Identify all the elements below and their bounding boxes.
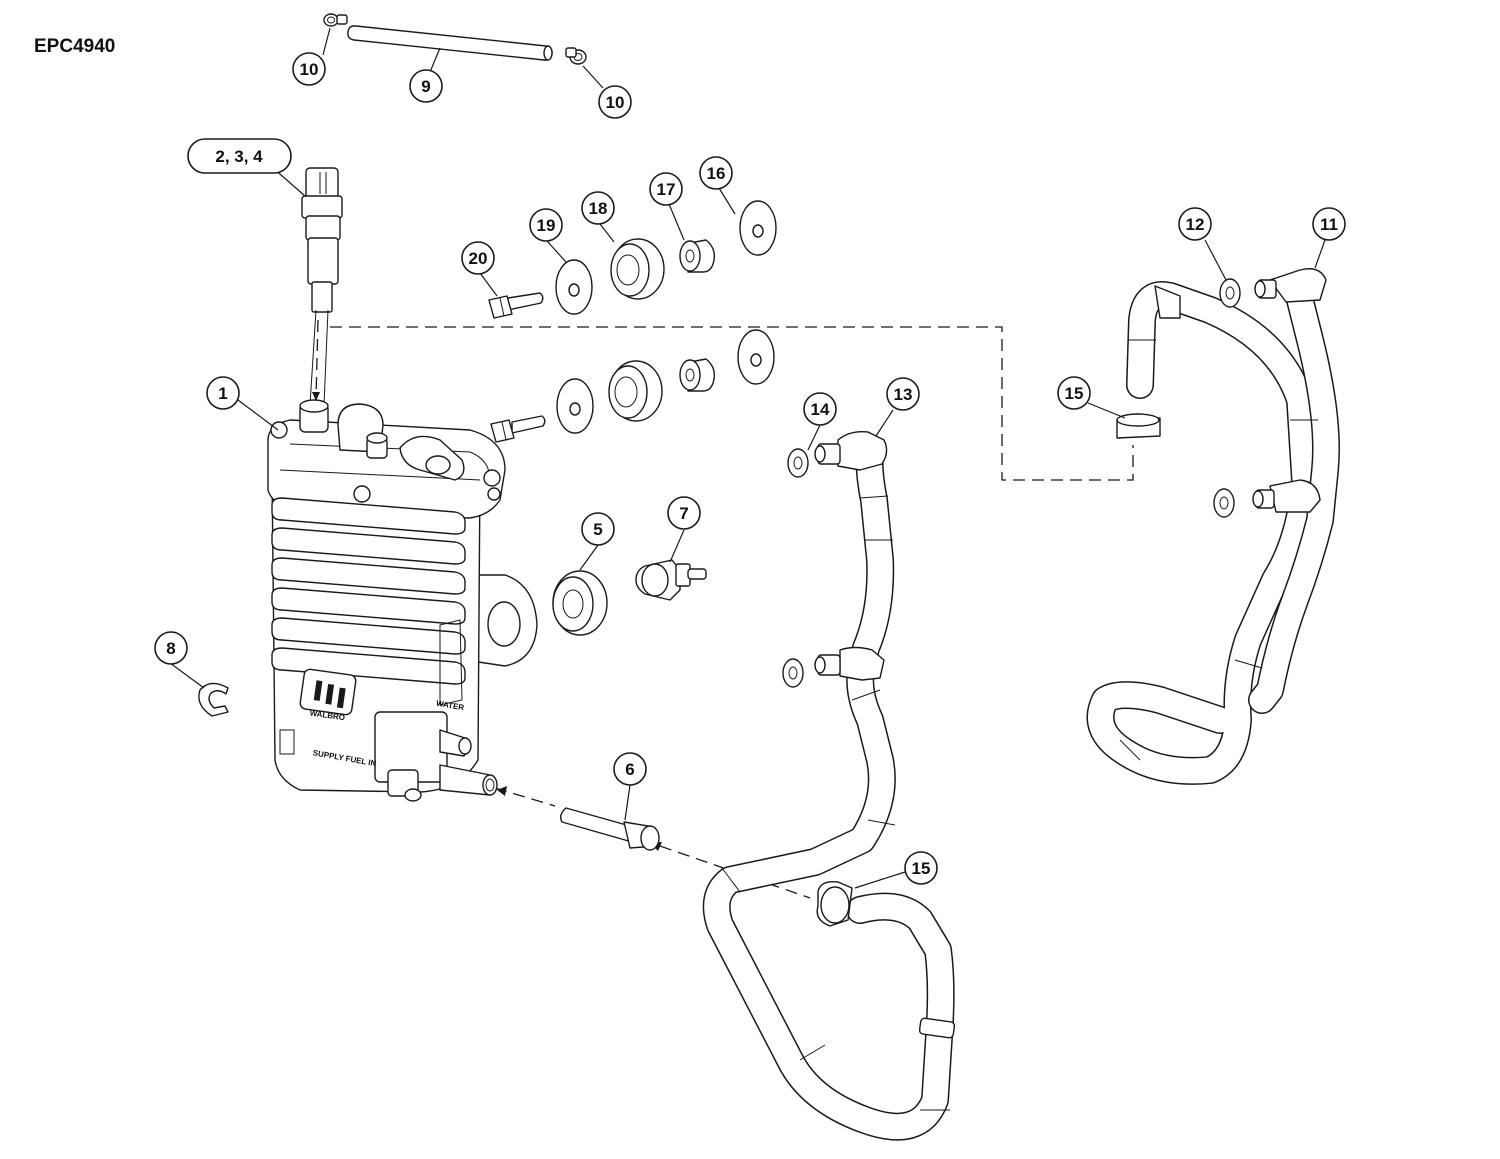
callout-19: 19	[529, 208, 563, 242]
washer-lower-14	[782, 658, 804, 688]
svg-text:15: 15	[1065, 384, 1084, 403]
hose-part-11	[1086, 268, 1340, 785]
callout-8: 8	[154, 631, 188, 665]
svg-text:12: 12	[1186, 215, 1205, 234]
washer-part-12	[1219, 278, 1241, 308]
callout-20: 20	[461, 241, 495, 275]
grommet-lower	[608, 360, 663, 422]
callout-10b: 10	[598, 85, 632, 119]
spacer-lower	[679, 358, 716, 392]
svg-text:8: 8	[166, 639, 175, 658]
washer-lower-b	[737, 329, 775, 385]
callout-18: 18	[581, 191, 615, 225]
washer-part-19	[555, 259, 593, 315]
callout-15-right: 15	[1057, 376, 1091, 410]
svg-text:10: 10	[606, 93, 625, 112]
svg-text:16: 16	[707, 164, 726, 183]
hose-part-13	[702, 430, 956, 1141]
svg-text:1: 1	[218, 384, 227, 403]
svg-text:15: 15	[912, 859, 931, 878]
svg-text:7: 7	[679, 504, 688, 523]
callout-5: 5	[581, 512, 615, 546]
svg-text:17: 17	[657, 180, 676, 199]
washer-right-lower	[1213, 488, 1235, 518]
washer-part-14	[787, 448, 809, 478]
bolt-part-20	[488, 292, 544, 319]
callout-13: 13	[886, 377, 920, 411]
fuel-filter-part-1: WALBRO WATER SUPPLY FUEL IN	[267, 399, 538, 802]
callout-6: 6	[613, 752, 647, 786]
callout-2-3-4: 2, 3, 4	[187, 138, 292, 174]
clip-part-8	[198, 682, 229, 717]
hose-clamp-part-15-right	[1116, 413, 1161, 439]
svg-text:10: 10	[300, 60, 319, 79]
diagram-code: EPC4940	[34, 36, 115, 57]
svg-text:11: 11	[1320, 215, 1338, 234]
leader-lines	[169, 27, 1326, 889]
callout-10a: 10	[292, 52, 326, 86]
callout-16: 16	[699, 156, 733, 190]
connector-part-2-3-4	[301, 167, 343, 406]
svg-text:13: 13	[894, 385, 913, 404]
washer-part-16	[739, 200, 777, 256]
svg-text:19: 19	[537, 216, 556, 235]
tube-part-9	[347, 25, 553, 61]
spacer-part-17	[679, 239, 716, 273]
sensor-part-7	[635, 559, 707, 601]
svg-text:9: 9	[421, 77, 430, 96]
svg-text:6: 6	[625, 760, 634, 779]
fitting-part-6	[559, 807, 660, 851]
grommet-part-18	[610, 238, 665, 300]
callout-12: 12	[1178, 207, 1212, 241]
svg-text:2, 3, 4: 2, 3, 4	[215, 147, 263, 166]
bolt-lower	[490, 415, 546, 443]
svg-text:14: 14	[811, 400, 830, 419]
callout-7: 7	[667, 496, 701, 530]
svg-text:20: 20	[469, 249, 488, 268]
callout-15-center: 15	[904, 851, 938, 885]
callout-14: 14	[803, 392, 837, 426]
washer-lower-a	[556, 378, 594, 434]
callout-17: 17	[649, 172, 683, 206]
callout-11: 11	[1312, 207, 1346, 241]
callout-1: 1	[206, 376, 240, 410]
callout-9: 9	[409, 69, 443, 103]
clamp-part-10-right	[565, 47, 587, 65]
grommet-part-5	[552, 570, 608, 636]
clamp-part-10-left	[323, 13, 348, 27]
hose-clamp-part-15-center	[816, 881, 853, 927]
svg-text:18: 18	[589, 199, 608, 218]
svg-text:5: 5	[593, 520, 602, 539]
